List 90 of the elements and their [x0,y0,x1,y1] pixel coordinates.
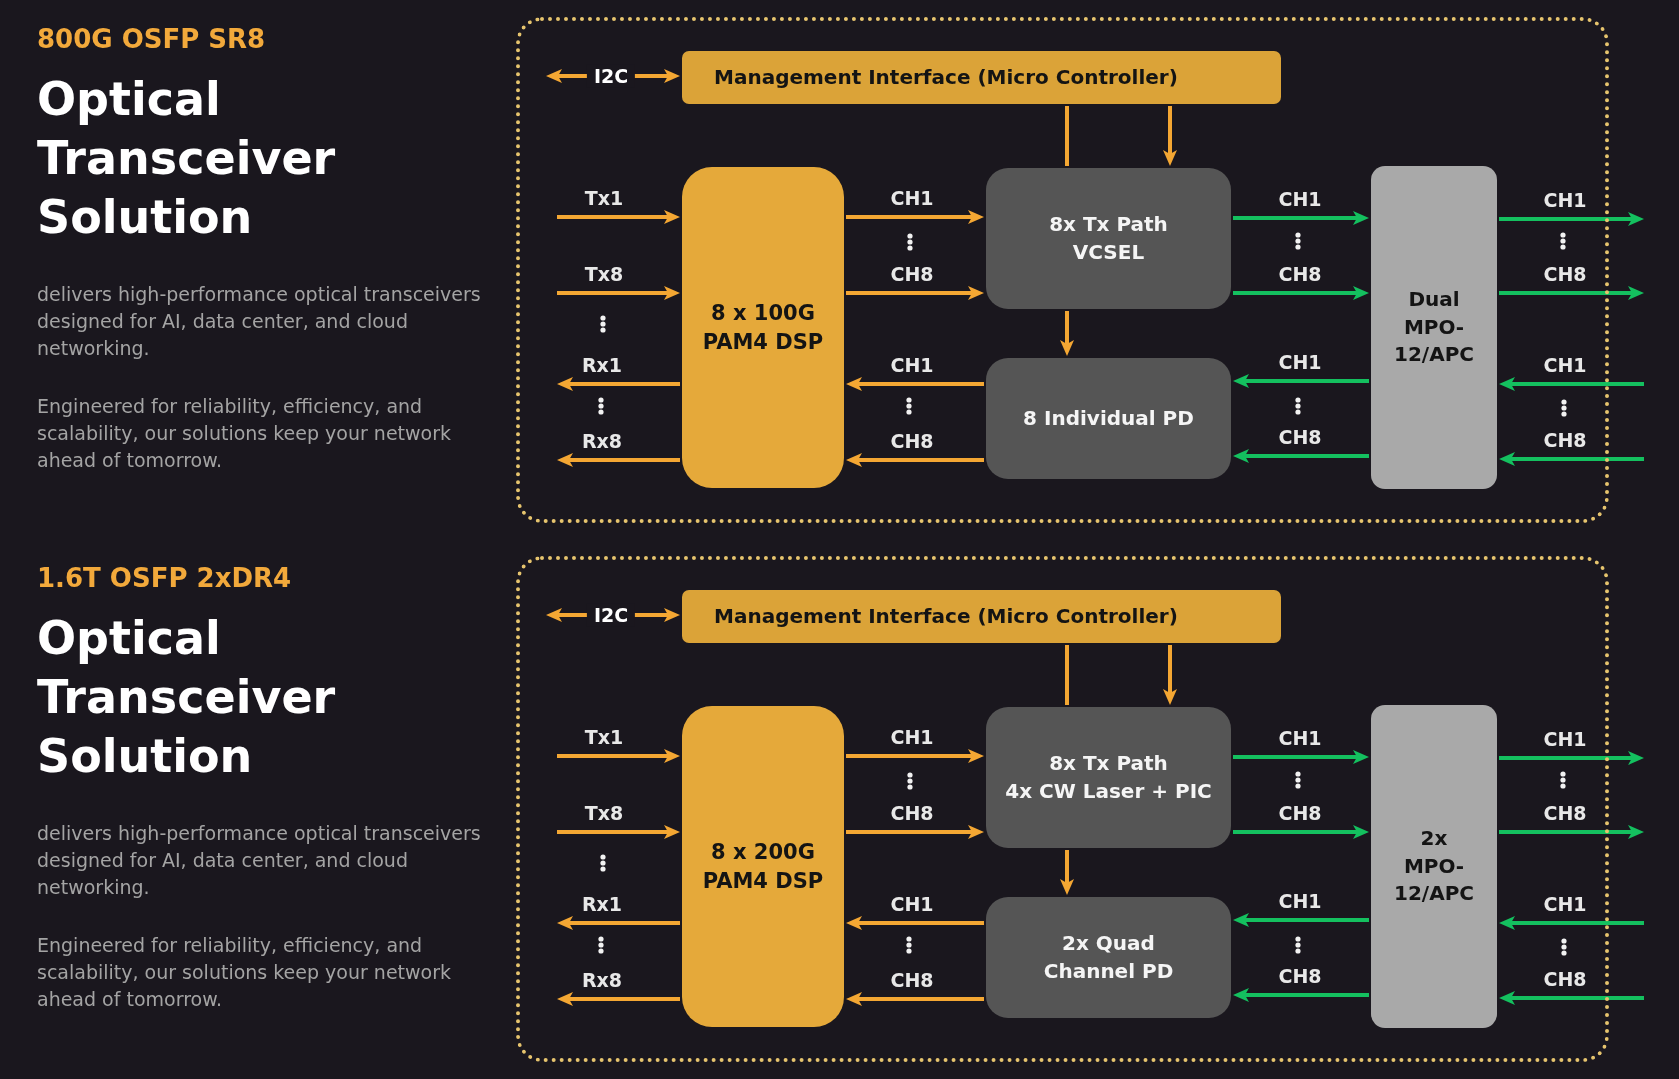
edge-label: CH8 [1543,967,1587,991]
edge-label: Rx1 [581,353,623,377]
edge-label: CH1 [1278,187,1322,211]
process-block: Management Interface (Micro Controller) [682,590,1281,643]
process-block: 8x Tx Path 4x CW Laser + PIC [986,707,1231,848]
arrow [1233,913,1369,927]
edge-label: CH1 [1543,892,1587,916]
arrow [557,453,680,467]
arrow [1233,211,1369,225]
process-block: Management Interface (Micro Controller) [682,51,1281,104]
edge-label: CH1 [1278,726,1322,750]
edge-label: CH1 [890,186,934,210]
paragraph: delivers high-performance optical transceivers designed for AI, data center, and cloud networking. [37,282,482,361]
process-block: 2x Quad Channel PD [986,897,1231,1018]
process-block: 8 Individual PD [986,358,1231,479]
process-block: 2x MPO-12/APC [1371,705,1497,1028]
edge-label: CH1 [1278,889,1322,913]
edge-label: Rx8 [581,429,623,453]
paragraph: delivers high-performance optical transceivers designed for AI, data center, and cloud networking. [37,821,482,900]
arrow [1060,850,1074,895]
arrow [1233,286,1369,300]
arrow [1233,988,1369,1002]
arrow [1499,452,1644,466]
arrow [1233,825,1369,839]
arrow [1060,311,1074,356]
arrow [1499,286,1644,300]
product-label: 1.6T OSFP 2xDR4 [37,563,293,595]
heading: Optical Transceiver Solution [37,71,337,246]
process-block: 8 x 200G PAM4 DSP [682,706,844,1027]
edge-label: CH8 [1543,428,1587,452]
arrow [557,825,680,839]
arrow [1163,645,1177,705]
arrow [1163,106,1177,166]
edge-label: CH8 [1543,801,1587,825]
edge-label: CH8 [890,262,934,286]
arrow [557,916,680,930]
arrow [1499,991,1644,1005]
edge-label: Tx8 [584,801,624,825]
edge-label: CH8 [1278,964,1322,988]
edge-label: CH1 [1543,353,1587,377]
edge-label: Tx1 [584,186,624,210]
edge-label: CH8 [1543,262,1587,286]
edge-label: Tx8 [584,262,624,286]
arrow [846,453,984,467]
arrow [846,377,984,391]
edge-label: CH8 [890,801,934,825]
arrow [557,210,680,224]
arrow [846,992,984,1006]
process-block: 8x Tx Path VCSEL [986,168,1231,309]
arrow [846,286,984,300]
edge-label: CH1 [1543,188,1587,212]
connector-line [1065,645,1069,705]
edge-label: CH1 [890,353,934,377]
heading: Optical Transceiver Solution [37,610,337,785]
arrow [557,749,680,763]
arrow [846,916,984,930]
process-block: Dual MPO-12/APC [1371,166,1497,489]
arrow [1499,377,1644,391]
arrow [557,992,680,1006]
edge-label: CH1 [890,725,934,749]
edge-label: CH8 [1278,425,1322,449]
edge-label: Rx1 [581,892,623,916]
edge-label: CH1 [1278,350,1322,374]
module-frame [516,17,1609,523]
paragraph: Engineered for reliability, efficiency, and scalability, our solutions keep your network ahead of tomorrow. [37,933,452,1012]
connector-line [1065,106,1069,166]
edge-label: CH1 [1543,727,1587,751]
edge-label: CH8 [890,429,934,453]
arrow [557,377,680,391]
arrow [1233,750,1369,764]
arrow [1499,825,1644,839]
edge-label: Tx1 [584,725,624,749]
process-block: 8 x 100G PAM4 DSP [682,167,844,488]
edge-label: CH8 [1278,262,1322,286]
edge-label: CH1 [890,892,934,916]
module-frame [516,556,1609,1062]
edge-label: Rx8 [581,968,623,992]
arrow [1233,449,1369,463]
arrow [1499,916,1644,930]
arrow [1233,374,1369,388]
arrow [846,825,984,839]
arrow [846,749,984,763]
edge-label: CH8 [890,968,934,992]
arrow [846,210,984,224]
edge-label: CH8 [1278,801,1322,825]
product-label: 800G OSFP SR8 [37,24,267,56]
arrow [1499,751,1644,765]
arrow [1499,212,1644,226]
paragraph: Engineered for reliability, efficiency, and scalability, our solutions keep your network ahead of tomorrow. [37,394,452,473]
arrow [557,286,680,300]
